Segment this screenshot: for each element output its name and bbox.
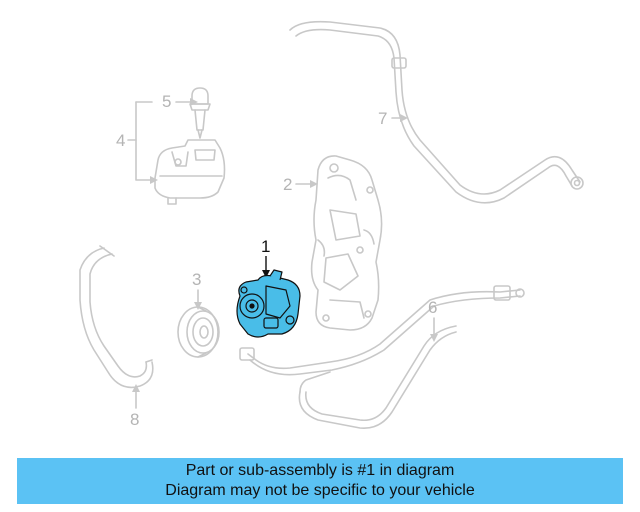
pressure-line-part (239, 285, 525, 429)
callout-7: 7 (378, 109, 388, 128)
callout-2: 2 (283, 175, 293, 194)
return-hose-part (79, 245, 154, 389)
parts-diagram (79, 20, 584, 429)
banner-line-1: Part or sub-assembly is #1 in diagram (185, 462, 455, 479)
callout-5: 5 (162, 92, 172, 111)
reservoir-part (154, 139, 226, 205)
callout-8: 8 (130, 410, 140, 429)
callout-6: 6 (428, 298, 438, 317)
engine-cover-part (310, 155, 383, 331)
reservoir-cap-part (189, 87, 211, 139)
pressure-hose-part (289, 20, 584, 204)
callout-1: 1 (261, 237, 271, 256)
info-banner: Part or sub-assembly is #1 in diagram Di… (17, 458, 623, 504)
banner-line-2: Diagram may not be specific to your vehi… (165, 482, 475, 499)
pulley-part (177, 306, 220, 358)
callout-3: 3 (192, 270, 202, 289)
power-steering-pump-part (236, 256, 301, 338)
callout-4: 4 (116, 131, 126, 150)
